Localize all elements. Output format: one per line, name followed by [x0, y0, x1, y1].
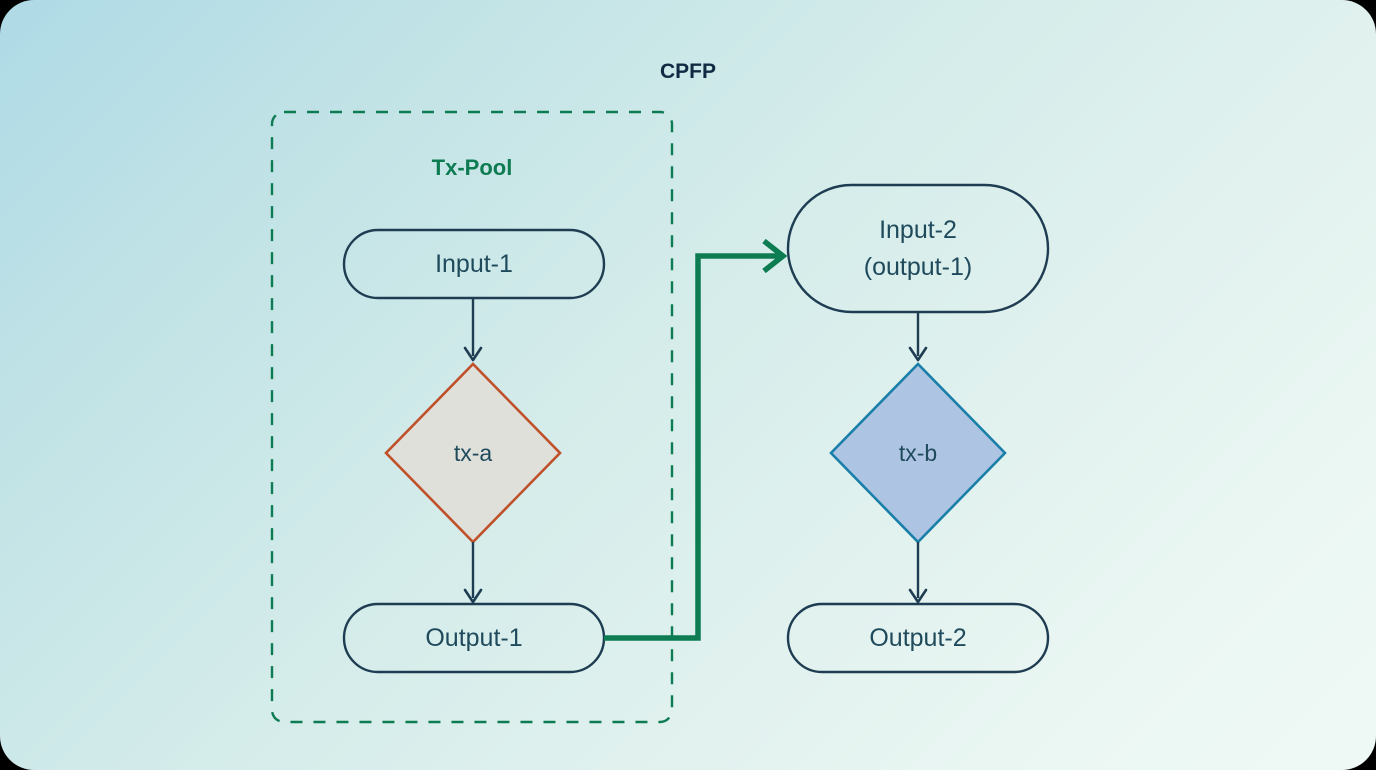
node-output-2-shape[interactable] [786, 602, 1050, 674]
edge-output1-to-input2 [604, 253, 778, 641]
edge-txb-to-output2-arrowhead [908, 588, 928, 604]
tx-pool-group-label: Tx-Pool [431, 155, 513, 180]
node-input-2-shape[interactable] [786, 183, 1050, 314]
edge-output1-to-input2-arrowhead [762, 238, 788, 274]
tx-pool-group-boundary [270, 110, 674, 724]
node-tx-b-label: tx-b [831, 433, 1005, 473]
edge-input2-to-txb-arrowhead [908, 346, 928, 362]
edge-txa-to-output1-arrowhead [463, 588, 483, 604]
edge-input1-to-txa-arrowhead [463, 346, 483, 362]
node-tx-a-text: tx-a [453, 439, 493, 466]
node-tx-a-label: tx-a [386, 433, 560, 473]
node-tx-b-text: tx-b [898, 439, 938, 466]
node-output-1-shape[interactable] [342, 602, 606, 674]
node-input-1-shape[interactable] [342, 228, 606, 300]
diagram-title: CPFP [659, 60, 716, 83]
